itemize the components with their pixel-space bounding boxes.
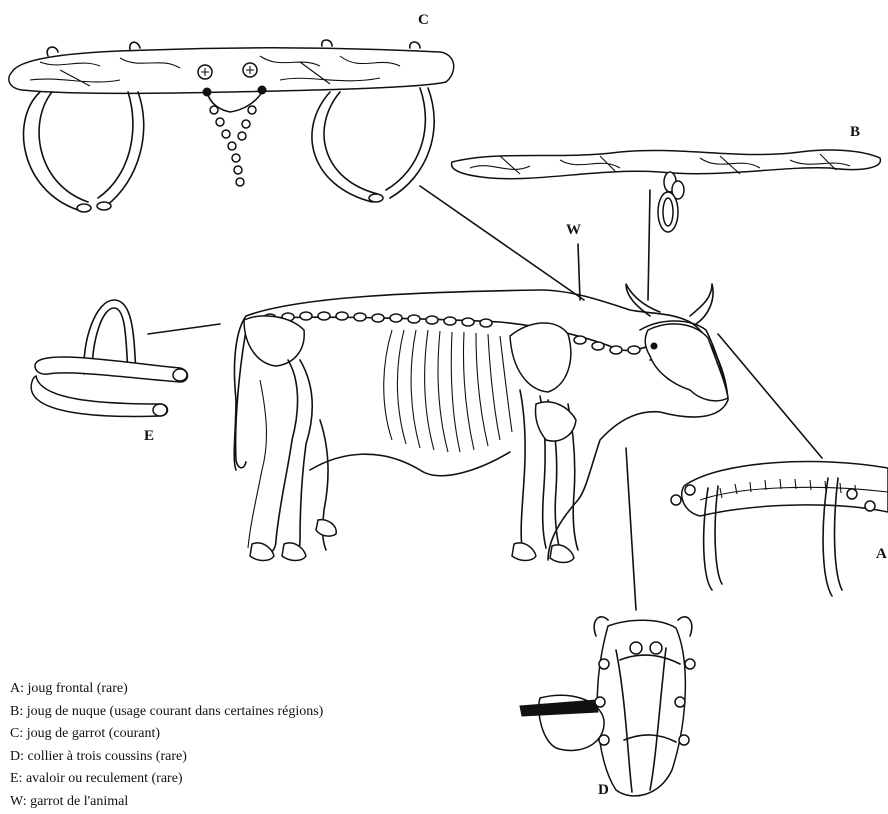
legend-item-d: D: collier à trois coussins (rare) (10, 746, 323, 769)
withers-yoke-illustration (9, 40, 454, 212)
callout-a: A (876, 546, 887, 563)
callout-w: W (566, 222, 581, 239)
callout-b: B (850, 124, 860, 141)
crupper-illustration (31, 300, 187, 416)
legend-item-w: W: garrot de l'animal (10, 791, 323, 814)
collar-illustration (520, 617, 695, 796)
legend-item-e: E: avaloir ou reculement (rare) (10, 768, 323, 791)
legend-item-a: A: joug frontal (rare) (10, 678, 323, 701)
neck-yoke-illustration (452, 150, 881, 232)
ox-skeleton-illustration (234, 284, 728, 563)
callout-e: E (144, 428, 154, 445)
callout-c: C (418, 12, 429, 29)
legend-item-c: C: joug de garrot (courant) (10, 723, 323, 746)
legend-item-b: B: joug de nuque (usage courant dans cer… (10, 701, 323, 724)
forehead-yoke-illustration (671, 462, 888, 596)
legend: A: joug frontal (rare) B: joug de nuque … (10, 678, 323, 814)
callout-d: D (598, 782, 609, 799)
